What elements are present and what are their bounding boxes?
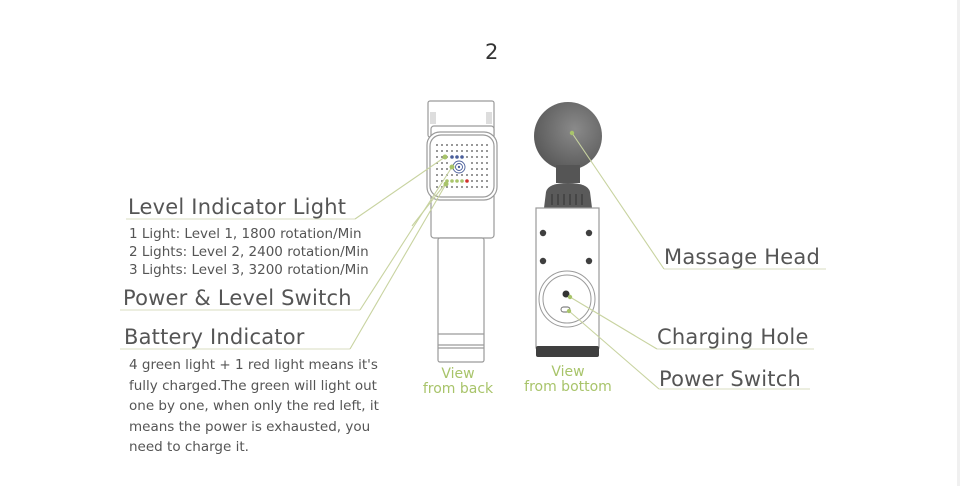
caption-line: from bottom	[524, 379, 612, 395]
page-number: 2	[485, 40, 499, 64]
battery-indicator-description: 4 green light + 1 red light means it's f…	[129, 357, 379, 455]
page-edge	[957, 0, 960, 486]
power-switch-label: Power Switch	[659, 367, 801, 391]
massage-head-label: Massage Head	[664, 245, 820, 269]
level-line-3: 3 Lights: Level 3, 3200 rotation/Min	[129, 262, 369, 278]
caption-line: View	[441, 366, 475, 382]
charging-hole-label: Charging Hole	[657, 325, 809, 349]
battery-indicator-title: Battery Indicator	[124, 325, 305, 349]
power-level-switch-title: Power & Level Switch	[123, 286, 352, 310]
leader-lines	[349, 132, 665, 390]
led-grid	[436, 144, 488, 188]
heading-underlines	[120, 218, 826, 390]
bottom-view-caption: View from bottom	[522, 365, 614, 395]
back-view-device	[426, 100, 498, 363]
leader-dots	[442, 130, 575, 314]
caption-line: View	[551, 364, 585, 380]
level-indicator-title: Level Indicator Light	[128, 195, 347, 219]
bottom-view-device	[534, 102, 602, 357]
level-line-2: 2 Lights: Level 2, 2400 rotation/Min	[129, 244, 369, 260]
caption-line: from back	[422, 381, 494, 397]
level-indicator-leds	[450, 155, 464, 159]
back-view-caption: View from back	[418, 367, 498, 397]
level-line-1: 1 Light: Level 1, 1800 rotation/Min	[129, 226, 362, 242]
